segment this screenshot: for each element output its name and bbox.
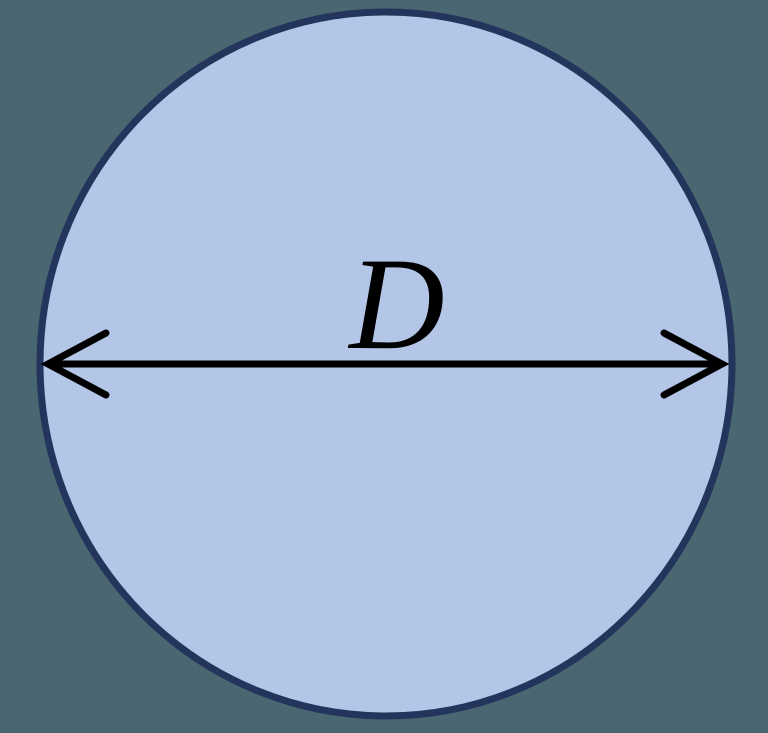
diameter-label: D [347,230,444,377]
right-arrowhead-icon [660,329,730,399]
left-arrowhead-icon [40,329,110,399]
